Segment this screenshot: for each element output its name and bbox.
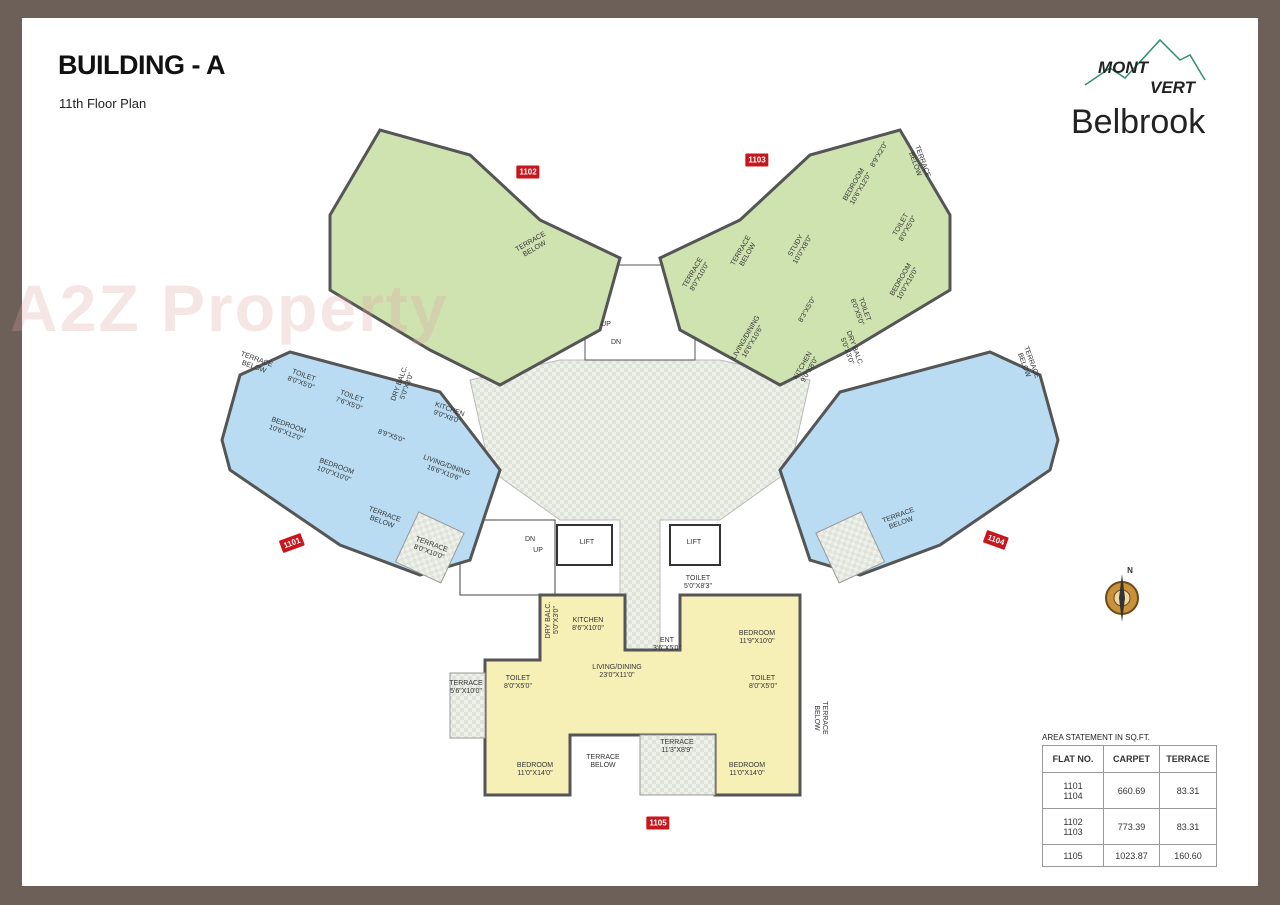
room-label: LIVING/DINING 23'0"X11'0" [592,664,642,679]
stair-dn-label: DN [524,536,536,543]
cell-carpet: 773.39 [1103,808,1160,845]
room-label: TERRACE BELOW [586,754,620,769]
room-label: ENT 3'6"X5'0" [653,637,681,652]
room-label: TOILET 5'0"X8'3" [684,575,712,590]
compass-icon [1105,574,1139,622]
room-label: TERRACE 11'3"X8'9" [660,739,694,754]
lift-label: LIFT [686,539,702,546]
cell-flat: 1102 1103 [1042,808,1104,845]
room-label: TOILET 8'0"X5'0" [504,675,532,690]
lift-2 [669,524,721,566]
page-subtitle: 11th Floor Plan [59,96,147,111]
room-label: TOILET 8'0"X5'0" [749,675,777,690]
stair-up-label: UP [533,547,543,554]
room-label: TERRACE 5'6"X10'0" [449,680,483,695]
room-label: KITCHEN 8'6"X10'0" [572,617,604,632]
compass-north-label: N [1127,566,1133,575]
logo-text-mont: MONT [1098,58,1149,77]
logo-mountain-icon [1084,38,1206,86]
cell-terrace: 83.31 [1159,772,1217,809]
stair-dn-label: DN [610,339,622,346]
room-label: BEDROOM 11'9"X10'0" [738,630,776,645]
flat-tag-1105: 1105 [646,816,670,830]
terrace-1104 [815,511,886,584]
room-label: TERRACE BELOW [813,701,828,735]
logo-text-vert: VERT [1150,78,1196,97]
flat-tag-1103: 1103 [745,153,769,167]
header-carpet: CARPET [1103,745,1160,773]
table-row: 1102 1103 773.39 83.31 [1042,808,1217,845]
terrace-1105-center [639,734,716,796]
table-row: 1105 1023.87 160.60 [1042,844,1217,867]
room-label: BEDROOM 11'0"X14'0" [728,762,766,777]
room-label: BEDROOM 11'0"X14'0" [516,762,554,777]
logo-name: Belbrook [1071,103,1206,141]
stair-up-label: UP [601,321,611,328]
cell-terrace: 83.31 [1159,808,1217,845]
terrace-1101 [394,511,465,584]
area-statement-title: AREA STATEMENT IN SQ.FT. [1042,733,1151,742]
flat-1102 [328,128,622,387]
watermark: A2Z Property [10,271,449,345]
page-title: BUILDING - A [58,50,225,80]
flat-1103 [658,128,952,387]
lift-label: LIFT [579,539,595,546]
terrace-1105-left [449,672,486,739]
cell-flat: 1105 [1042,844,1104,867]
flat-tag-1102: 1102 [516,165,540,179]
cell-terrace: 160.60 [1159,844,1217,867]
cell-carpet: 660.69 [1103,772,1160,809]
header-flat-no: FLAT NO. [1042,745,1104,773]
header-terrace: TERRACE [1159,745,1217,773]
area-statement-table: FLAT NO. CARPET TERRACE 1101 1104 660.69… [1042,745,1217,867]
cell-flat: 1101 1104 [1042,772,1104,809]
room-label: DRY BALC. 5'0"X3'0" [545,601,560,639]
lift-1 [556,524,613,566]
corridor-core [469,359,811,651]
table-header-row: FLAT NO. CARPET TERRACE [1042,745,1217,773]
cell-carpet: 1023.87 [1103,844,1160,867]
table-row: 1101 1104 660.69 83.31 [1042,772,1217,809]
